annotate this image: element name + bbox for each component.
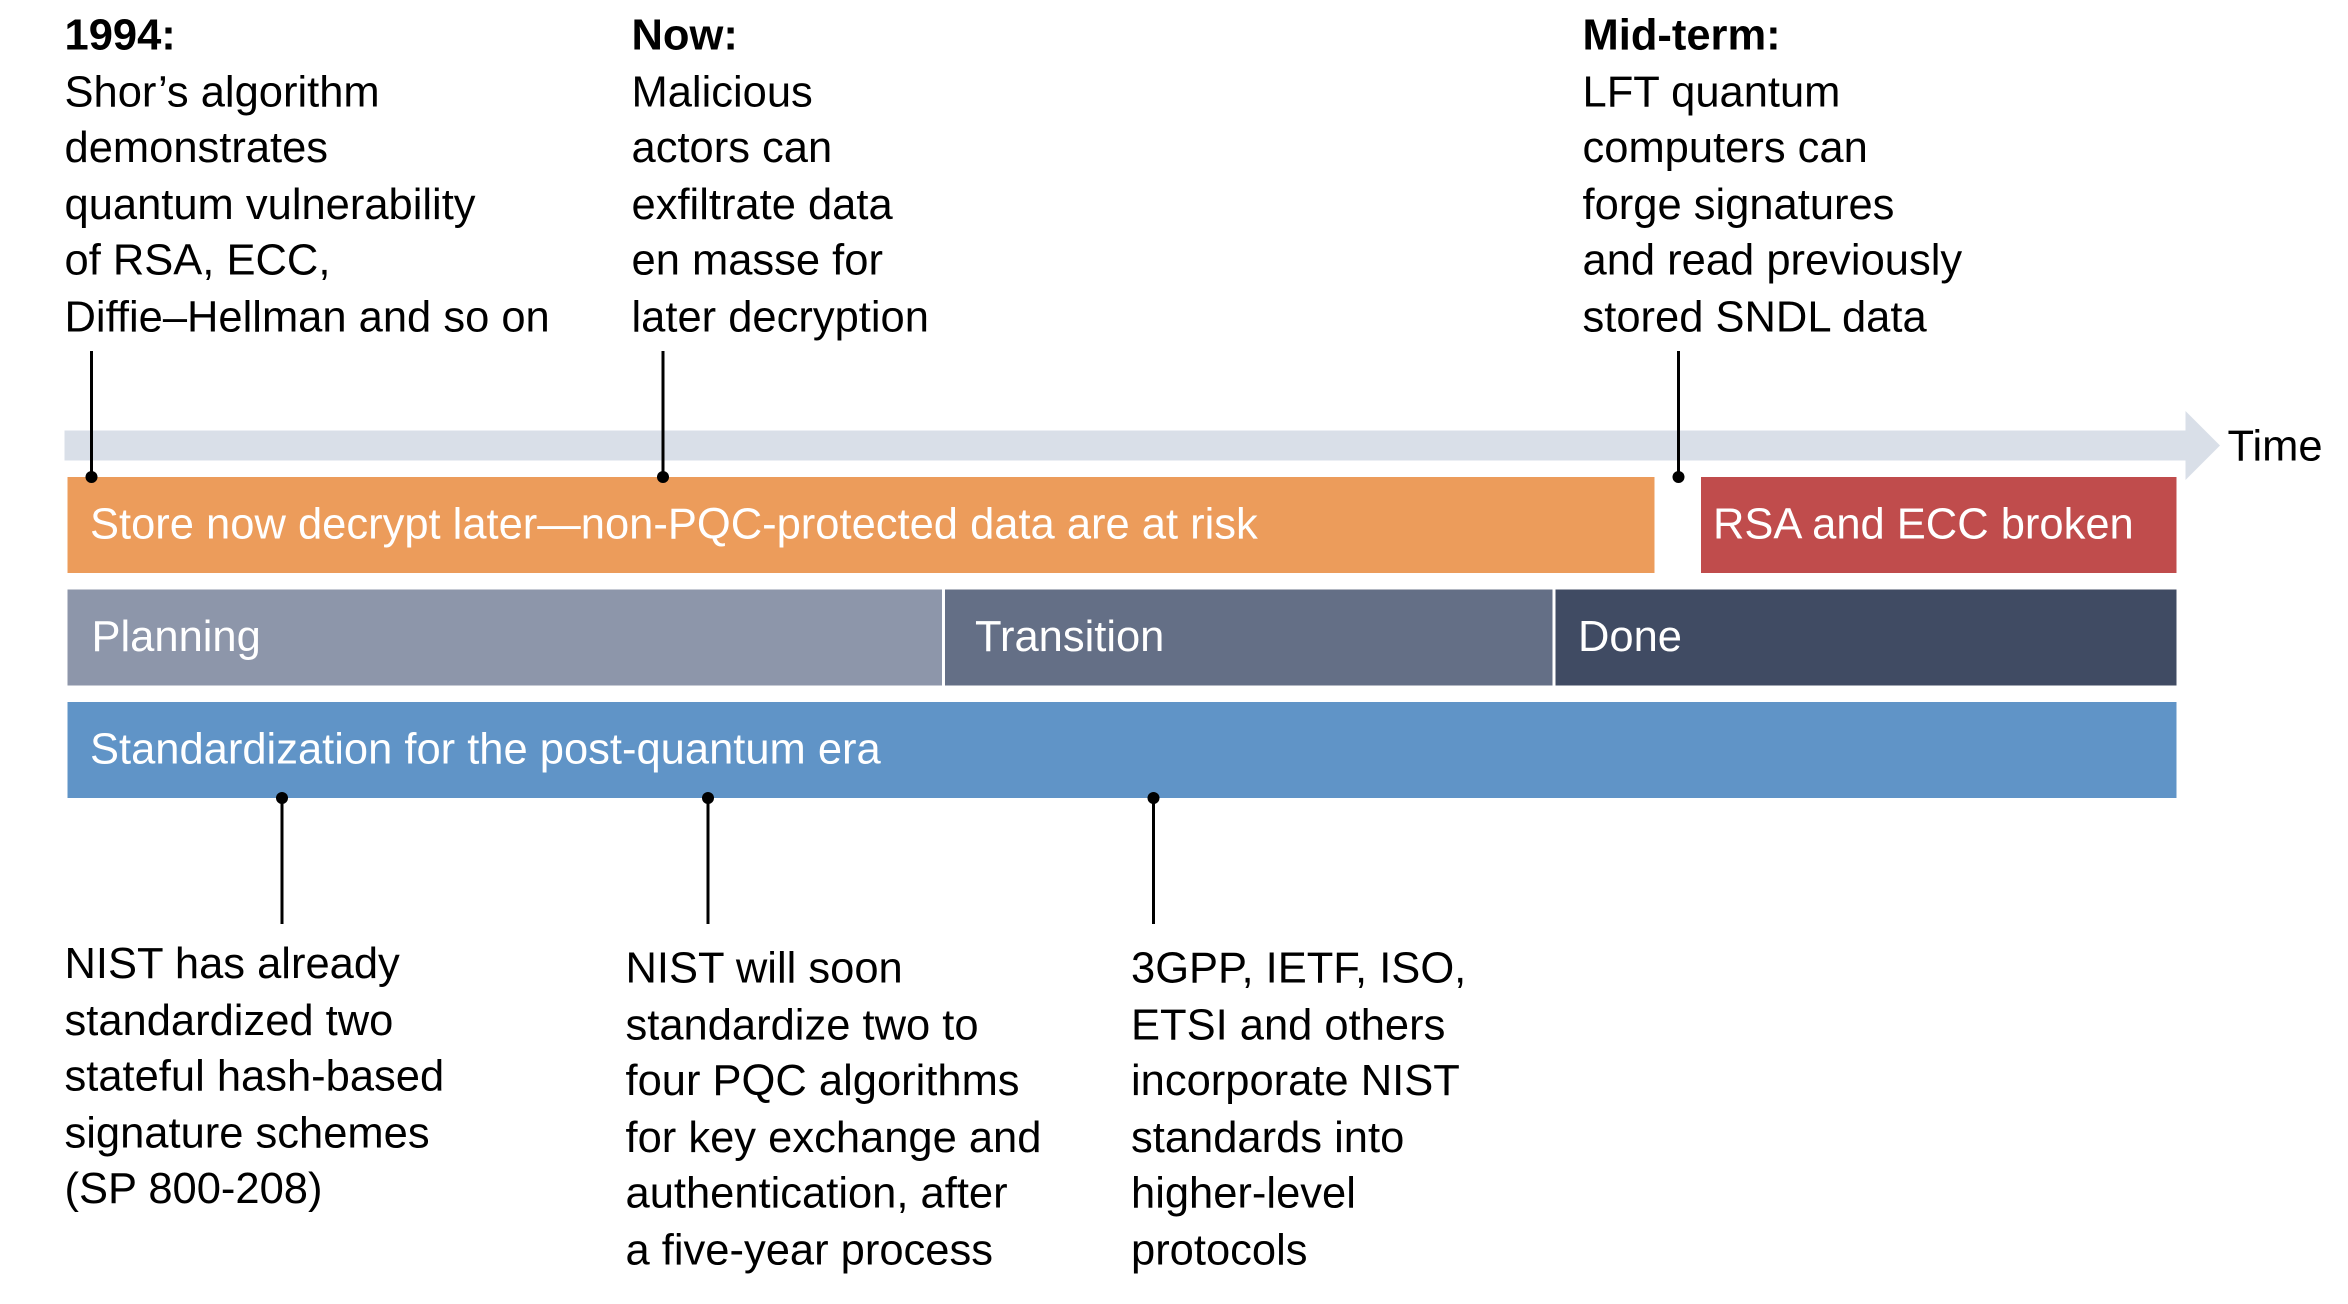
standards-bodies-note: 3GPP, IETF, ISO, ETSI and others incorpo… — [1131, 942, 1466, 1280]
event-1994-line-3: quantum vulnerability — [64, 180, 476, 229]
event-mid-term: Mid-term: LFT quantum computers can forg… — [1583, 9, 1963, 347]
event-1994-line-2: demonstrates — [64, 124, 329, 173]
nist-pqc-line-2: standardize two to — [625, 1001, 979, 1050]
event-1994: 1994: Shor’s algorithm demonstrates quan… — [65, 9, 550, 347]
standardization-bar: Standardization for the post-quantum era — [67, 702, 2177, 798]
event-1994-line-5: Diffie–Hellman and so on — [64, 293, 550, 342]
event-1994-heading: 1994: — [64, 12, 176, 60]
nist-pqc-line-3: four PQC algorithms — [625, 1057, 1020, 1106]
store-now-decrypt-later-bar: Store now decrypt later—non-PQC-protecte… — [67, 477, 1655, 573]
nist-pqc-line-1: NIST will soon — [625, 945, 903, 993]
standards-bodies-line-5: higher-level — [1131, 1170, 1356, 1218]
event-1994-line-1: Shor’s algorithm — [64, 68, 380, 117]
standards-bodies-line-3: incorporate NIST — [1131, 1057, 1460, 1106]
event-now-line-2: actors can — [631, 124, 833, 173]
transition-bar: Transition — [945, 589, 1553, 686]
standards-bodies-line-4: standards into — [1131, 1113, 1405, 1162]
event-now-line-5: later decryption — [631, 293, 929, 342]
standardization-label: Standardization for the post-quantum era — [90, 725, 881, 774]
standards-bodies-line-2: ETSI and others — [1131, 1001, 1446, 1050]
event-now-line-4: en masse for — [631, 237, 883, 285]
done-bar: Done — [1555, 589, 2177, 686]
event-now-heading: Now: — [631, 12, 738, 60]
nist-stateful-line-1: NIST has already — [64, 940, 400, 989]
time-arrow-shaft — [64, 430, 2189, 461]
nist-pqc-line-4: for key exchange and — [625, 1113, 1042, 1162]
event-mid-term-connector — [1677, 351, 1680, 477]
nist-pqc-line-6: a five-year process — [625, 1226, 994, 1275]
event-mid-term-line-3: forge signatures — [1582, 180, 1895, 229]
event-mid-term-line-1: LFT quantum — [1582, 68, 1841, 117]
nist-stateful-connector — [280, 798, 283, 924]
rsa-ecc-broken-bar: RSA and ECC broken — [1701, 477, 2177, 573]
event-mid-term-marker — [1672, 471, 1685, 483]
event-now-line-1: Malicious — [631, 68, 813, 117]
transition-label: Transition — [975, 612, 1165, 661]
nist-stateful-line-2: standardized two — [64, 996, 394, 1045]
event-now-marker — [657, 471, 669, 483]
event-mid-term-line-5: stored SNDL data — [1582, 293, 1927, 342]
planning-label: Planning — [91, 612, 261, 661]
event-mid-term-heading: Mid-term: — [1582, 12, 1781, 60]
event-now: Now: Malicious actors can exfiltrate dat… — [632, 9, 929, 347]
standards-bodies-line-1: 3GPP, IETF, ISO, — [1131, 945, 1467, 993]
event-1994-line-4: of RSA, ECC, — [64, 237, 331, 285]
rsa-ecc-broken-label: RSA and ECC broken — [1713, 500, 2134, 549]
event-1994-marker — [85, 471, 98, 483]
event-now-line-3: exfiltrate data — [631, 180, 893, 229]
time-arrow-head — [2185, 411, 2220, 480]
planning-bar: Planning — [67, 589, 942, 686]
nist-stateful-note: NIST has already standardized two statef… — [65, 938, 445, 1219]
event-now-connector — [661, 351, 664, 477]
nist-pqc-connector — [706, 798, 709, 924]
event-mid-term-line-2: computers can — [1582, 124, 1868, 173]
nist-stateful-line-3: stateful hash-based — [64, 1053, 445, 1101]
nist-pqc-line-5: authentication, after — [625, 1170, 1008, 1218]
standards-bodies-line-6: protocols — [1131, 1226, 1308, 1275]
event-1994-connector — [90, 351, 93, 477]
time-axis-label: Time — [2227, 423, 2323, 471]
nist-stateful-line-4: signature schemes — [64, 1109, 430, 1158]
standards-bodies-connector — [1152, 798, 1155, 924]
store-now-decrypt-later-label: Store now decrypt later—non-PQC-protecte… — [90, 500, 1258, 549]
nist-pqc-note: NIST will soon standardize two to four P… — [626, 942, 1042, 1280]
event-mid-term-line-4: and read previously — [1582, 237, 1963, 285]
done-label: Done — [1578, 612, 1682, 661]
nist-stateful-line-5: (SP 800-208) — [64, 1165, 323, 1214]
